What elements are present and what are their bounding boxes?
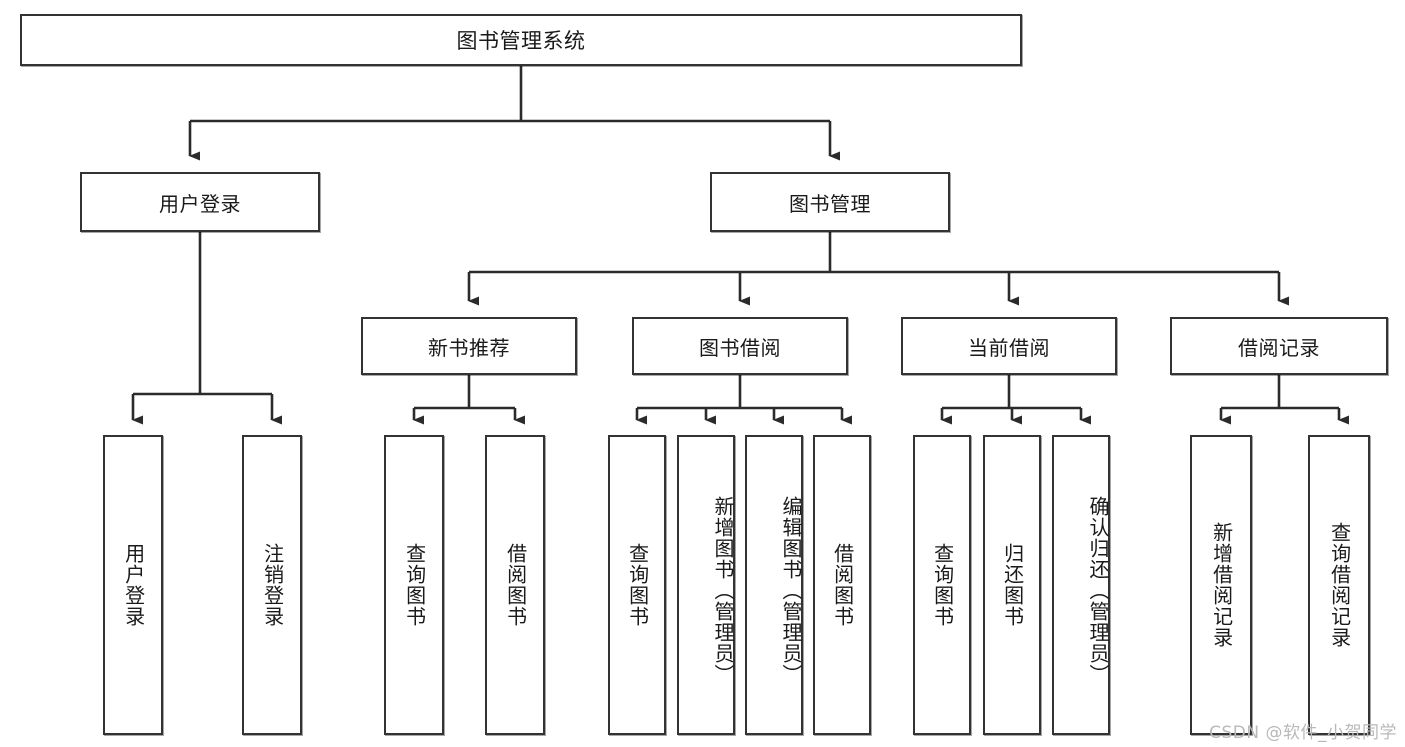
node-leaf-add-book-admin-label: 新增图书（管理员） [711,495,735,685]
node-leaf-borrow-books-recommendation[interactable]: 借阅图书 [485,435,545,735]
node-leaf-add-borrowing-record-label: 新增借阅记录 [1209,522,1234,648]
node-user-login[interactable]: 用户登录 [80,172,320,232]
node-leaf-borrow-books-borrowing[interactable]: 借阅图书 [813,435,871,735]
node-new-book-recommendation[interactable]: 新书推荐 [361,317,577,375]
node-leaf-edit-book-admin-label: 编辑图书（管理员） [779,495,803,685]
node-book-borrowing-label: 图书借阅 [699,335,781,360]
node-leaf-query-books-recommendation-label: 查询图书 [402,543,427,627]
node-current-borrowing[interactable]: 当前借阅 [901,317,1117,375]
node-leaf-confirm-return-admin[interactable]: 确认归还（管理员） [1052,435,1110,735]
node-current-borrowing-label: 当前借阅 [968,335,1050,360]
node-root-book-management-system[interactable]: 图书管理系统 [20,14,1022,66]
node-borrowing-records-label: 借阅记录 [1238,335,1320,360]
node-leaf-query-books-borrowing-label: 查询图书 [625,543,650,627]
node-leaf-query-books-borrowing[interactable]: 查询图书 [608,435,666,735]
node-leaf-query-books-current[interactable]: 查询图书 [913,435,971,735]
node-borrowing-records[interactable]: 借阅记录 [1170,317,1388,375]
node-leaf-query-borrowing-record[interactable]: 查询借阅记录 [1308,435,1370,735]
node-leaf-logout-label: 注销登录 [260,543,285,627]
node-user-login-label: 用户登录 [159,191,241,216]
csdn-watermark: CSDN @软件_小贺同学 [1209,723,1397,743]
node-leaf-borrow-books-recommendation-label: 借阅图书 [503,543,528,627]
node-leaf-add-borrowing-record[interactable]: 新增借阅记录 [1190,435,1252,735]
node-book-management[interactable]: 图书管理 [710,172,950,232]
node-leaf-query-borrowing-record-label: 查询借阅记录 [1327,522,1352,648]
node-leaf-query-books-recommendation[interactable]: 查询图书 [384,435,444,735]
node-book-management-label: 图书管理 [789,191,871,216]
node-book-borrowing[interactable]: 图书借阅 [632,317,848,375]
node-leaf-user-login-label: 用户登录 [121,543,146,627]
node-leaf-logout[interactable]: 注销登录 [242,435,302,735]
node-leaf-return-books[interactable]: 归还图书 [983,435,1041,735]
node-root-label: 图书管理系统 [456,29,586,53]
node-leaf-add-book-admin[interactable]: 新增图书（管理员） [677,435,735,735]
node-leaf-return-books-label: 归还图书 [1000,543,1025,627]
node-leaf-confirm-return-admin-label: 确认归还（管理员） [1086,495,1110,685]
node-leaf-query-books-current-label: 查询图书 [930,543,955,627]
node-leaf-edit-book-admin[interactable]: 编辑图书（管理员） [745,435,803,735]
node-leaf-user-login[interactable]: 用户登录 [103,435,163,735]
node-leaf-borrow-books-borrowing-label: 借阅图书 [830,543,855,627]
node-new-book-recommendation-label: 新书推荐 [428,335,510,360]
